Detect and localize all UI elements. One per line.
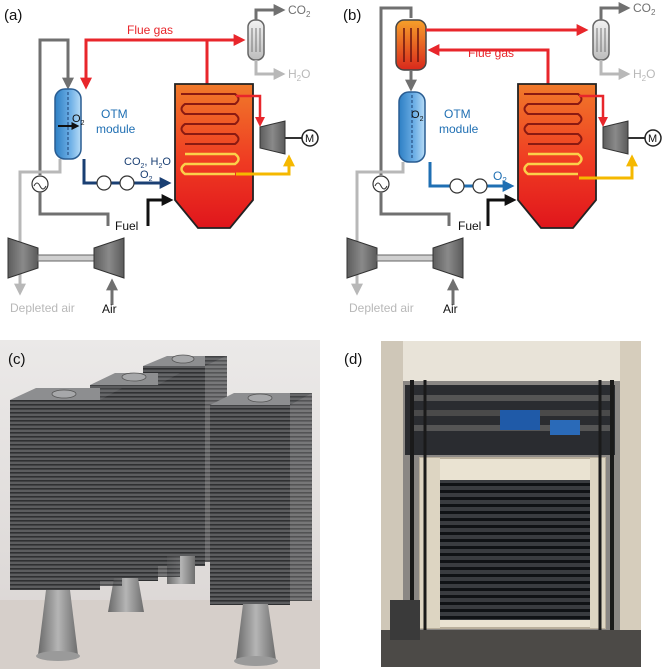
h2o-label-b: H2O: [633, 67, 655, 83]
panel-b: (b) Flue gas CO2 H2O O2: [343, 1, 662, 316]
hot-heat-exchanger-b: [395, 19, 427, 71]
co2-out-line-b: [599, 2, 631, 20]
air-label-a: Air: [102, 302, 117, 316]
co2-out-line-a: [254, 4, 286, 20]
depleted-air-line-a: [13, 159, 62, 296]
steam-turbine-b: [602, 120, 629, 155]
recycle-o2-label-a: O2: [140, 169, 153, 183]
flue-gas-recycle-line-b: [427, 44, 550, 84]
flue-gas-recycle-line: [80, 38, 209, 90]
fuel-line-a: [146, 194, 174, 226]
co2-label-b: CO2: [633, 1, 656, 17]
fuel-label-b: Fuel: [458, 219, 481, 233]
otm-stack-front-left: [10, 388, 122, 661]
feedwater-line-b: [579, 154, 638, 180]
co2-label-a: CO2: [288, 3, 311, 19]
otm-module-b: O2: [398, 91, 426, 163]
piping: [405, 385, 615, 455]
h2o-label-a: H2O: [288, 67, 310, 83]
flue-gas-label-a: Flue gas: [127, 23, 173, 37]
steam-line-a: [236, 94, 265, 127]
fan-icon-b2: [472, 178, 488, 194]
fan-icon-a1: [96, 175, 112, 191]
otm-label-a-2: module: [96, 122, 136, 136]
depleted-air-label-a: Depleted air: [10, 301, 75, 315]
shaft-a: [37, 254, 95, 262]
panel-c-photo: (c): [0, 340, 320, 669]
depleted-air-line-b: [351, 162, 405, 296]
air-compressor-line-a: [38, 192, 110, 226]
motor-label-b: M: [648, 133, 657, 145]
air-feed-line: [38, 38, 74, 175]
air-feed-line-b: [379, 6, 413, 175]
condenser-a: [247, 19, 265, 61]
h2o-out-line-b: [599, 60, 631, 80]
panel-d-label: (d): [344, 351, 362, 368]
expander-b: [346, 237, 378, 279]
otm-stack-front-right: [210, 393, 312, 666]
depleted-air-label-b: Depleted air: [349, 301, 414, 315]
expander-a: [7, 237, 39, 279]
panel-d-photo: (d): [340, 340, 663, 669]
recycle-line-a: [82, 159, 172, 189]
heat-exchanger-icon-a: [31, 175, 49, 193]
motor-icon-a: [301, 129, 319, 147]
panel-a: (a) Flue gas CO2 H2O O2 OTM module: [4, 3, 319, 316]
otm-label-b-1: OTM: [444, 107, 471, 121]
panel-c-label: (c): [8, 351, 26, 368]
boiler-b: [517, 83, 597, 229]
otm-o2-label-a: O2: [72, 113, 85, 127]
otm-o2-label-b: O2: [411, 109, 424, 123]
compressor-a: [93, 237, 125, 279]
panel-a-label: (a): [4, 7, 22, 24]
compressor-b: [432, 237, 464, 279]
otm-module-a: O2: [54, 88, 85, 160]
otm-label-a-1: OTM: [101, 107, 128, 121]
steam-line-b: [579, 94, 608, 127]
panel-b-label: (b): [343, 7, 361, 24]
boiler-a: [174, 83, 254, 229]
otm-label-b-2: module: [439, 122, 479, 136]
motor-icon-b: [644, 129, 662, 147]
air-label-b: Air: [443, 302, 458, 316]
h2o-out-line-a: [254, 60, 286, 80]
shaft-b: [376, 254, 434, 262]
flue-gas-label-b: Flue gas: [468, 46, 514, 60]
steam-turbine-a: [259, 120, 286, 155]
fuel-label-a: Fuel: [115, 219, 138, 233]
fan-icon-b1: [449, 178, 465, 194]
feedwater-line-a: [236, 154, 295, 176]
oxygen-feed-label-b: O2: [493, 169, 507, 185]
heat-exchanger-icon-b: [372, 175, 390, 193]
condenser-b: [592, 19, 610, 61]
air-compressor-line-b: [379, 192, 451, 226]
recycle-label-a: CO2, H2O: [124, 156, 171, 170]
fan-icon-a2: [119, 175, 135, 191]
fuel-line-b: [486, 194, 517, 226]
motor-label-a: M: [305, 133, 314, 145]
membrane-tubes: [440, 480, 590, 620]
